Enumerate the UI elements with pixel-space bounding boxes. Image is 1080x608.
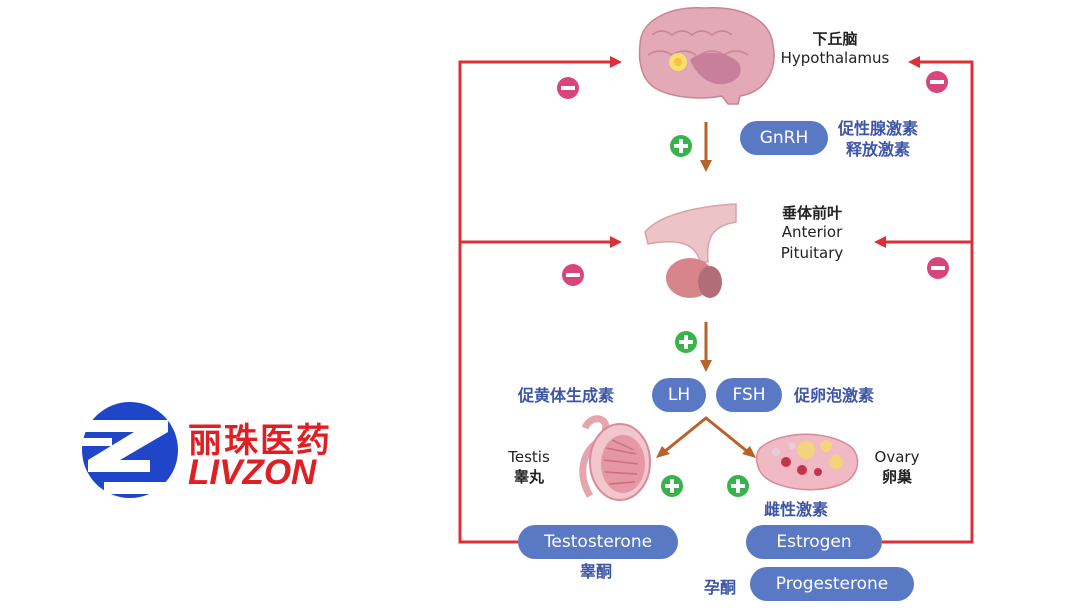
plus-icon — [675, 331, 697, 353]
testis-en: Testis — [508, 448, 550, 466]
pituitary-en-line2: Pituitary — [780, 244, 844, 262]
gnrh-pill: GnRH — [740, 121, 828, 155]
testis-icon — [579, 415, 651, 501]
logo-name-en: LIVZON — [188, 453, 317, 492]
plus-icon — [670, 135, 692, 157]
minus-icon — [926, 71, 948, 93]
progesterone-cn: 孕酮 — [704, 578, 737, 597]
testosterone-pill: Testosterone — [518, 525, 678, 559]
minus-icon — [927, 257, 949, 279]
left-arrowhead-mid — [610, 236, 622, 248]
right-arrowhead-top — [908, 56, 920, 68]
fsh-pill: FSH — [716, 378, 782, 412]
pituitary-cn: 垂体前叶 — [781, 204, 842, 222]
testosterone-cn: 睾酮 — [580, 562, 613, 581]
left-feedback-loop — [458, 60, 612, 544]
gnrh-cn-line2: 释放激素 — [846, 140, 911, 159]
pituitary-en-line1: Anterior — [781, 223, 843, 241]
testis-cn: 睾丸 — [513, 468, 544, 486]
ovary-en: Ovary — [874, 448, 920, 466]
arrowhead-testis — [656, 446, 670, 458]
arrowhead-gnrh — [700, 160, 712, 172]
stimulus-arrows — [663, 122, 749, 454]
gnrh-cn-line1: 促性腺激素 — [838, 119, 919, 138]
right-arrowhead-mid — [874, 236, 886, 248]
lh-cn: 促黄体生成素 — [518, 386, 615, 405]
estrogen-pill: Estrogen — [746, 525, 882, 559]
arrowhead-lh-fsh — [700, 360, 712, 372]
lh-pill: LH — [652, 378, 706, 412]
minus-icon — [557, 77, 579, 99]
plus-icon — [661, 475, 683, 497]
right-feedback-loop — [882, 60, 974, 544]
estrogen-cn: 雌性激素 — [764, 500, 829, 519]
plus-icon — [727, 475, 749, 497]
ovary-cn: 卵巢 — [881, 468, 912, 486]
ovary-icon — [755, 433, 859, 491]
brain-icon — [638, 7, 775, 105]
livzon-logo-icon — [80, 402, 178, 498]
fsh-cn: 促卵泡激素 — [794, 386, 875, 405]
arrowhead-ovary — [742, 446, 756, 458]
minus-icon — [562, 264, 584, 286]
hypothalamus-en: Hypothalamus — [780, 49, 890, 67]
hypothalamus-cn: 下丘脑 — [812, 30, 858, 48]
pituitary-icon — [644, 203, 737, 298]
progesterone-pill: Progesterone — [750, 567, 914, 601]
left-arrowhead-top — [610, 56, 622, 68]
logo-name-cn: 丽珠医药 — [188, 421, 332, 461]
